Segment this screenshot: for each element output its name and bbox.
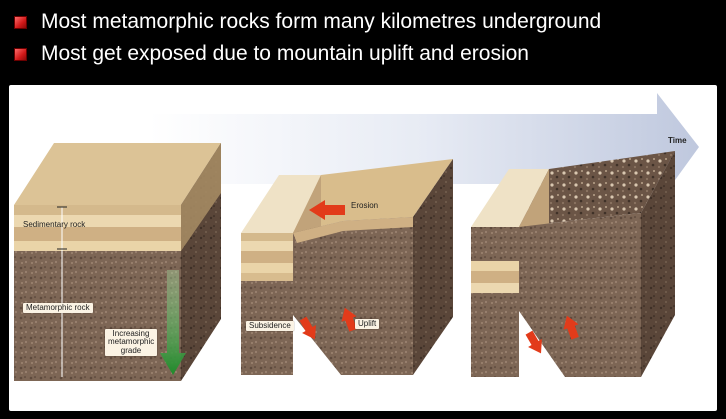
bullet-text: Most get exposed due to mountain uplift … [41, 42, 529, 65]
bullet-text: Most metamorphic rocks form many kilomet… [41, 10, 602, 33]
sedimentary-rock-label: Sedimentary rock [23, 220, 86, 229]
grade-arrow [160, 270, 186, 375]
metamorphic-rock-label: Metamorphic rock [23, 303, 93, 314]
bullet-item: Most get exposed due to mountain uplift … [14, 38, 714, 70]
bullet-square-icon [14, 15, 27, 29]
diagram-illustration [14, 93, 699, 381]
block-initial [14, 143, 221, 381]
rock-cycle-diagram: Time Sedimentary rock Metamorphic rock I… [9, 85, 717, 411]
uplift-label: Uplift [355, 319, 380, 330]
grade-label: Increasing metamorphic grade [105, 329, 157, 357]
bullet-item: Most metamorphic rocks form many kilomet… [14, 6, 714, 38]
block-exposed [471, 151, 675, 377]
block-uplift-erosion [241, 159, 453, 375]
subsidence-label: Subsidence [246, 321, 294, 332]
bullet-list: Most metamorphic rocks form many kilomet… [14, 6, 714, 70]
time-label: Time [668, 136, 687, 145]
bullet-square-icon [14, 47, 27, 61]
erosion-label: Erosion [351, 201, 379, 210]
